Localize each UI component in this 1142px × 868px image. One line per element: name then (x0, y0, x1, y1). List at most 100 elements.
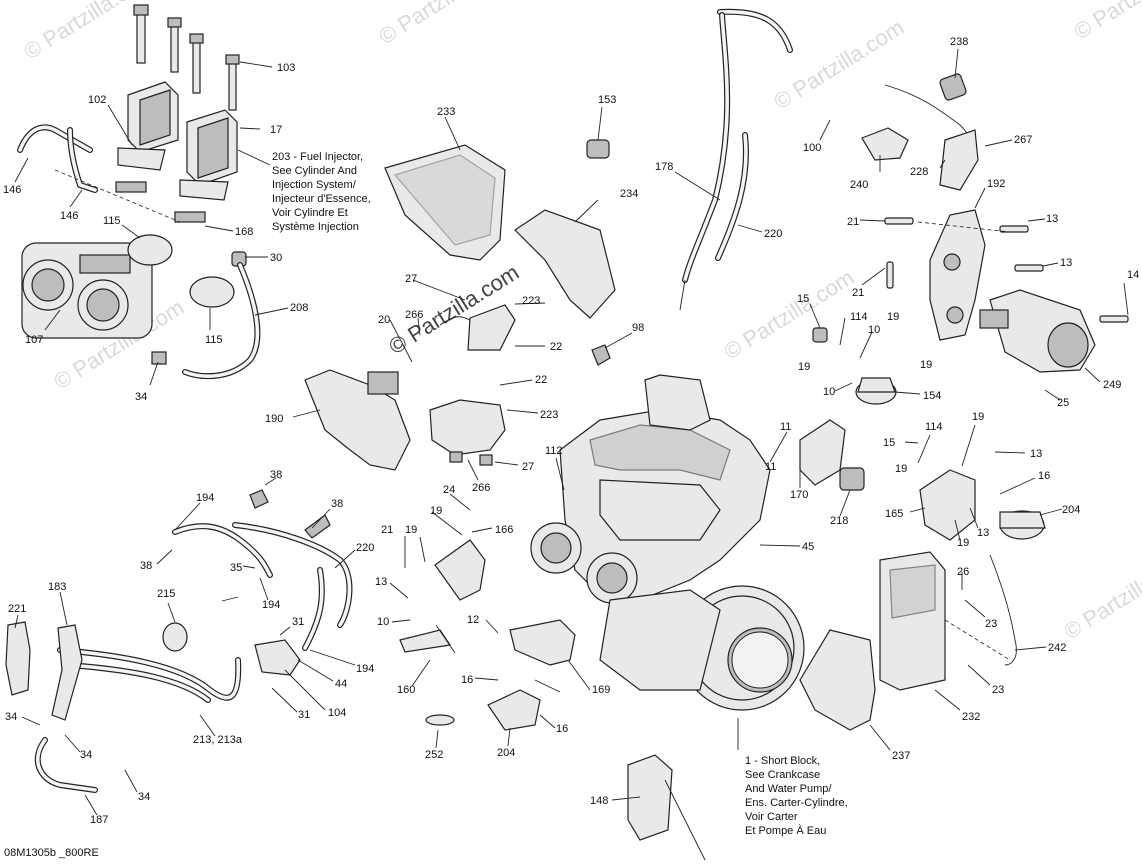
callout-169: 169 (592, 684, 610, 696)
watermark: © Partzilla.com (1069, 0, 1142, 44)
callout-26: 26 (957, 566, 969, 578)
valve-104 (254, 639, 301, 676)
grip-148 (627, 754, 706, 861)
callout-114: 114 (925, 421, 943, 433)
callout-11: 11 (780, 421, 791, 433)
callout-103: 103 (277, 62, 295, 74)
cable-178-220 (679, 8, 793, 311)
callout-14: 14 (1127, 269, 1139, 281)
starter-249 (979, 289, 1096, 373)
callout-237: 237 (892, 750, 910, 762)
callout-23: 23 (985, 618, 997, 630)
callout-252: 252 (425, 749, 443, 761)
magneto-cover (599, 585, 805, 711)
parts-layer (5, 4, 1129, 861)
callout-13: 13 (1046, 213, 1058, 225)
callout-16: 16 (461, 674, 473, 686)
coil-223-lower (429, 399, 506, 466)
callout-160: 160 (397, 684, 415, 696)
coil-223-upper (439, 304, 516, 351)
callout-115: 115 (205, 334, 223, 346)
bracket-165 (919, 469, 976, 541)
mount-204-right (999, 510, 1046, 540)
callout-21: 21 (852, 287, 864, 299)
callout-240: 240 (850, 179, 868, 191)
callout-146: 146 (3, 184, 21, 196)
callout-13: 13 (1060, 257, 1072, 269)
note-fuel-injector: 203 - Fuel Injector, See Cylinder And In… (272, 151, 371, 233)
callout-27: 27 (522, 461, 534, 473)
callout-148: 148 (590, 795, 608, 807)
callout-233: 233 (437, 106, 455, 118)
callout-249: 249 (1103, 379, 1121, 391)
ecu-232 (879, 551, 946, 691)
mount-204-lower (487, 689, 541, 731)
engine-block (530, 374, 771, 604)
callout-19: 19 (972, 411, 984, 423)
mount-154 (855, 377, 897, 405)
callout-38: 38 (270, 469, 282, 481)
note-line: See Crankcase (745, 769, 820, 781)
callout-146: 146 (60, 210, 78, 222)
callout-242: 242 (1048, 642, 1066, 654)
bracket-221 (5, 621, 31, 696)
callout-204: 204 (1062, 504, 1080, 516)
note-line: Injection System/ (272, 179, 357, 191)
callout-165: 165 (885, 508, 903, 520)
callout-35: 35 (230, 562, 242, 574)
callout-215: 215 (157, 588, 175, 600)
callout-221: 221 (8, 603, 26, 615)
cable-242 (989, 554, 1017, 666)
note-line: Et Pompe À Eau (745, 824, 826, 837)
callout-24: 24 (443, 484, 455, 496)
callout-21: 21 (381, 524, 393, 536)
callout-114: 114 (850, 311, 868, 323)
callout-213-213a: 213, 213a (193, 734, 243, 746)
callout-19: 19 (887, 311, 899, 323)
callout-38: 38 (331, 498, 343, 510)
note-line: 203 - Fuel Injector, (272, 151, 363, 163)
bracket-169 (509, 619, 576, 666)
callout-15: 15 (883, 437, 895, 449)
o-ring-252 (425, 714, 455, 726)
callout-234: 234 (620, 188, 638, 200)
note-line: 1 - Short Block, (745, 755, 820, 767)
hose-clamps (127, 234, 247, 308)
clamp-215 (162, 622, 188, 652)
callout-30: 30 (270, 252, 282, 264)
callout-266: 266 (405, 309, 423, 321)
note-line: See Cylinder And (272, 165, 357, 177)
callout-16: 16 (556, 723, 568, 735)
ignition-coils (117, 81, 238, 201)
callout-102: 102 (88, 94, 106, 106)
callout-25: 25 (1057, 397, 1069, 409)
callout-23: 23 (992, 684, 1004, 696)
callout-208: 208 (290, 302, 308, 314)
callout-115: 115 (103, 215, 121, 227)
callout-20: 20 (378, 314, 390, 326)
callout-154: 154 (923, 390, 941, 402)
bracket-237 (799, 629, 876, 731)
callout-187: 187 (90, 814, 108, 826)
callout-10: 10 (377, 616, 389, 628)
callout-13: 13 (1030, 448, 1042, 460)
callout-223: 223 (522, 295, 540, 307)
callout-220: 220 (356, 542, 374, 554)
callout-27: 27 (405, 273, 417, 285)
callout-204: 204 (497, 747, 515, 759)
callout-194: 194 (196, 492, 214, 504)
callout-19: 19 (920, 359, 932, 371)
callout-22: 22 (550, 341, 562, 353)
note-line: Voir Carter (745, 811, 798, 823)
callout-98: 98 (632, 322, 644, 334)
callout-220: 220 (764, 228, 782, 240)
callout-153: 153 (598, 94, 616, 106)
note-line: And Water Pump/ (745, 783, 832, 795)
callout-45: 45 (802, 541, 814, 553)
callout-168: 168 (235, 226, 253, 238)
airbox-233 (384, 144, 506, 261)
callout-38: 38 (140, 560, 152, 572)
callout-228: 228 (910, 166, 928, 178)
watermark: © Partzilla.com (1059, 544, 1142, 644)
